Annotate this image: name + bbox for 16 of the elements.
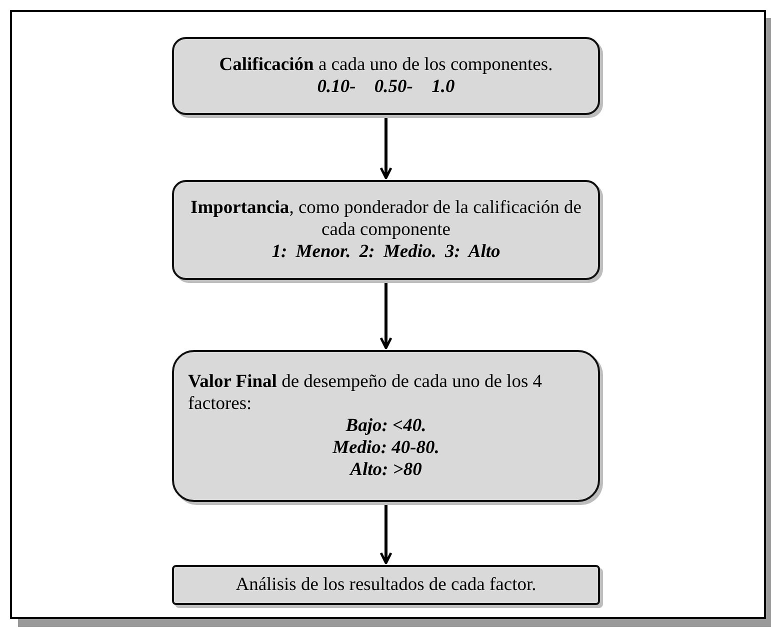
process-box bbox=[172, 350, 600, 502]
step-text: Calificación a cada uno de los componentes. bbox=[218, 54, 554, 76]
process-box bbox=[172, 180, 600, 280]
arrow bbox=[380, 117, 392, 180]
step-text: Análisis de los resultados de cada factor. bbox=[234, 574, 538, 596]
value-scale: Bajo: <40. bbox=[344, 414, 428, 438]
arrow bbox=[380, 504, 392, 564]
arrow bbox=[380, 282, 392, 350]
value-scale: 0.10- 0.50- 1.0 bbox=[316, 76, 456, 98]
step-text: Valor Final de desempeño de cada uno de los 4 factores: bbox=[188, 370, 544, 415]
process-box bbox=[172, 565, 600, 605]
value-scale: Medio: 40-80. bbox=[332, 437, 440, 460]
value-scale: 1: Menor. 2: Medio. 3: Alto bbox=[270, 241, 502, 264]
value-scale: Alto: >80 bbox=[348, 459, 423, 482]
process-box bbox=[172, 37, 600, 115]
step-text: Importancia, como ponderador de la calificación de cada componente bbox=[190, 196, 582, 242]
